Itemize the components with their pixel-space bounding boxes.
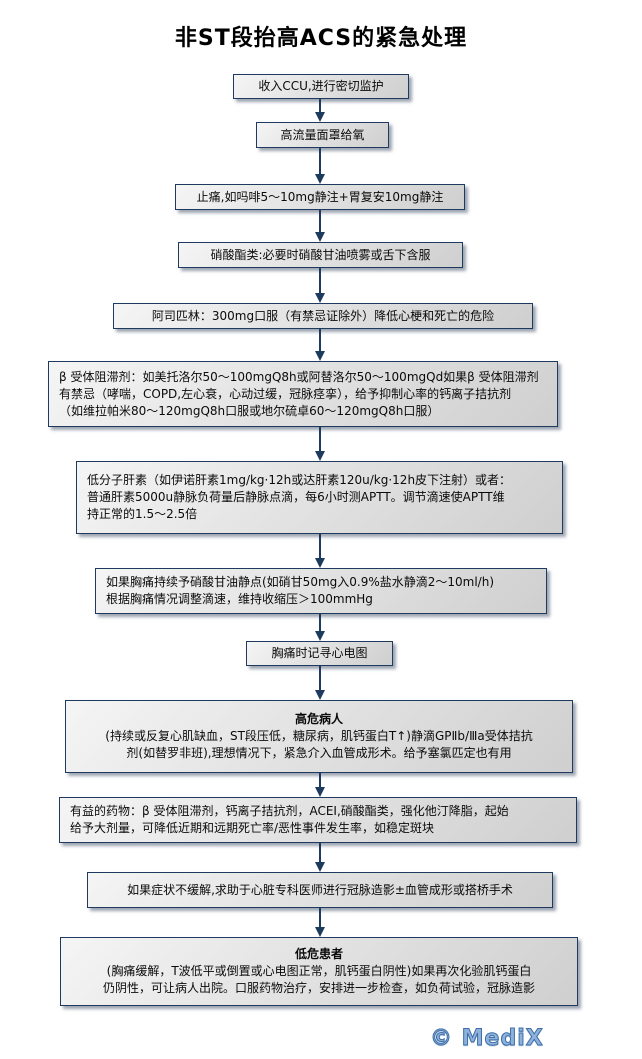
node-text-line: 根据胸痛情况调整滴速，维持收缩压＞100mmHg: [106, 592, 373, 606]
flow-node-beta-blocker: β 受体阻滞剂：如美托洛尔50～100mgQ8h或阿替洛尔50～100mgQd如…: [48, 361, 558, 427]
node-text: 收入CCU,进行密切监护: [258, 79, 384, 93]
flow-node-analgesia: 止痛,如吗啡5～10mg静注+胃复安10mg静注: [175, 184, 465, 210]
node-text-line: (胸痛缓解，T波低平或倒置或心电图正常，肌钙蛋白阴性)如果再次化验肌钙蛋白: [106, 964, 532, 978]
flow-node-nitrates: 硝酸酯类:必要时硝酸甘油喷雾或舌下含服: [178, 242, 463, 268]
node-text-line: 持正常的1.5～2.5倍: [87, 507, 198, 521]
node-text: 高流量面罩给氧: [280, 127, 365, 142]
flow-node-oxygen: 高流量面罩给氧: [256, 122, 389, 148]
node-heading: 低危患者: [294, 947, 343, 961]
flow-node-admit-ccu: 收入CCU,进行密切监护: [233, 74, 409, 99]
node-text-line: 仍阴性，可让病人出院。口服药物治疗，安排进一步检查，如负荷试验，冠脉造影: [102, 981, 535, 995]
node-text-line: 有益的药物：β 受体阻滞剂，钙离子拮抗剂，ACEI,硝酸酯类，强化他汀降脂，起始: [70, 804, 509, 818]
node-text-line: 普通肝素5000u静脉负荷量后静脉点滴，每6小时测APTT。调节滴速使APTT维: [87, 490, 505, 504]
flow-arrow-7: [314, 534, 326, 568]
node-text-line: 低分子肝素（如伊诺肝素1mg/kg·12h或达肝素120u/kg·12h皮下注射…: [87, 473, 512, 487]
node-text: 如果症状不缓解,求助于心脏专科医师进行冠脉造影±血管成形或搭桥手术: [127, 882, 513, 897]
node-text-line: （如维拉帕米80～120mgQ8h口服或地尔硫卓60～120mgQ8h口服）: [59, 403, 440, 418]
flow-arrow-4: [314, 268, 326, 303]
flow-node-beneficial-drugs: 有益的药物：β 受体阻滞剂，钙离子拮抗剂，ACEI,硝酸酯类，强化他汀降脂，起始…: [59, 797, 577, 843]
flow-node-refractory: 如果症状不缓解,求助于心脏专科医师进行冠脉造影±血管成形或搭桥手术: [87, 872, 553, 908]
flow-arrow-8: [314, 614, 326, 641]
flow-node-high-risk: 高危病人 (持续或反复心肌缺血，ST段压低，糖尿病，肌钙蛋白T↑)静滴GPⅡb/…: [65, 700, 573, 773]
node-text-line: 给予大剂量，可降低近期和远期死亡率/恶性事件发生率，如稳定斑块: [70, 821, 435, 835]
node-text-line: β 受体阻滞剂：如美托洛尔50～100mgQ8h或阿替洛尔50～100mgQd如…: [59, 369, 539, 384]
medix-watermark: © MediX: [430, 1026, 544, 1052]
flow-arrow-5: [314, 329, 326, 361]
node-text-line: 有禁忌（哮喘，COPD,左心衰，心动过缓，冠脉痉挛），给予抑制心率的钙离子拮抗剂: [59, 386, 512, 401]
node-text-line: 如果胸痛持续予硝酸甘油静点(如硝甘50mg入0.9%盐水静滴2～10ml/h): [106, 575, 495, 589]
node-text: 阿司匹林：300mg口服（有禁忌证除外）降低心梗和死亡的危险: [151, 308, 495, 323]
flow-arrow-11: [314, 843, 326, 872]
flow-node-aspirin: 阿司匹林：300mg口服（有禁忌证除外）降低心梗和死亡的危险: [113, 303, 533, 329]
flow-node-ecg: 胸痛时记寻心电图: [246, 641, 393, 666]
flow-arrow-12: [314, 908, 326, 937]
node-text-line: (持续或反复心肌缺血，ST段压低，糖尿病，肌钙蛋白T↑)静滴GPⅡb/Ⅲa受体拮…: [105, 729, 533, 743]
flow-node-low-risk: 低危患者 (胸痛缓解，T波低平或倒置或心电图正常，肌钙蛋白阴性)如果再次化验肌钙…: [60, 937, 578, 1006]
node-text: 胸痛时记寻心电图: [271, 646, 368, 660]
node-text: 硝酸酯类:必要时硝酸甘油喷雾或舌下含服: [210, 247, 431, 262]
flow-node-ntg-drip: 如果胸痛持续予硝酸甘油静点(如硝甘50mg入0.9%盐水静滴2～10ml/h) …: [95, 568, 547, 614]
flow-node-heparin: 低分子肝素（如伊诺肝素1mg/kg·12h或达肝素120u/kg·12h皮下注射…: [76, 461, 563, 534]
flow-arrow-2: [314, 148, 326, 184]
node-heading: 高危病人: [294, 712, 343, 726]
flow-arrow-1: [314, 99, 326, 122]
flow-arrow-10: [314, 773, 326, 797]
node-text-line: 剂(如替罗非班),理想情况下，紧急介入血管成形术。给予塞氯匹定也有用: [126, 746, 512, 760]
node-text: 止痛,如吗啡5～10mg静注+胃复安10mg静注: [196, 189, 444, 204]
flow-arrow-9: [314, 666, 326, 700]
flow-arrow-6: [314, 427, 326, 461]
flow-arrow-3: [314, 210, 326, 242]
page-title: 非ST段抬高ACS的紧急处理: [174, 26, 468, 51]
